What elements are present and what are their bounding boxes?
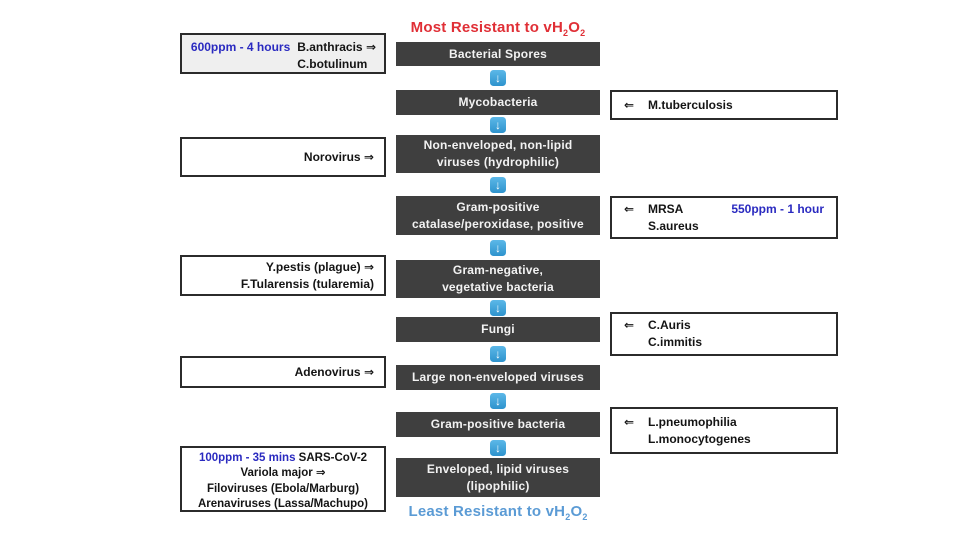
title-text: O <box>570 503 583 520</box>
organism-label: C.Auris <box>648 318 691 333</box>
left-note-adenovirus: Adenovirus ⇒ <box>180 356 386 388</box>
organism-label: C.immitis <box>648 335 703 349</box>
organism-label: Arenaviruses (Lassa/Machupo) <box>197 498 368 511</box>
chain-box-nonenveloped-viruses: Non-enveloped, non-lipid viruses (hydroph… <box>396 135 600 173</box>
down-arrow-icon: ↓ <box>490 117 506 133</box>
chain-box-label: Non-enveloped, non-lipid <box>423 138 573 153</box>
organism-label: B.anthracis ⇒ <box>297 40 376 54</box>
chain-box-label: Large non-enveloped viruses <box>411 370 585 385</box>
left-note-anthrax-botulinum: 600ppm - 4 hours B.anthracis ⇒ C.botulin… <box>180 33 386 74</box>
left-double-arrow-icon: ⇐ <box>624 318 635 333</box>
organism-label: Adenovirus ⇒ <box>294 364 374 379</box>
chain-box-label: vegetative bacteria <box>442 280 554 294</box>
right-note-tuberculosis: ⇐ M.tuberculosis <box>610 90 838 120</box>
left-note-norovirus: Norovirus ⇒ <box>180 137 386 177</box>
chain-box-large-nonenveloped-viruses: Large non-enveloped viruses <box>396 365 600 390</box>
down-arrow-icon: ↓ <box>490 177 506 193</box>
chain-box-gram-negative: Gram-negative, vegetative bacteria <box>396 260 600 298</box>
organism-label: C.botulinum <box>297 56 368 71</box>
chain-box-label: Gram-positive bacteria <box>430 417 566 432</box>
note-line: 100ppm - 35 mins SARS-CoV-2 <box>182 451 384 466</box>
title-text: Least Resistant to vH <box>408 503 566 520</box>
chain-box-gram-positive-bacteria: Gram-positive bacteria <box>396 412 600 437</box>
down-arrow-icon: ↓ <box>490 440 506 456</box>
subscript: 2 <box>565 512 571 522</box>
most-resistant-title: Most Resistant to vH2O2 <box>366 19 630 38</box>
down-arrow-icon: ↓ <box>490 240 506 256</box>
chain-box-label: Fungi <box>481 322 515 337</box>
organism-label: F.Tularensis (tularemia) <box>240 276 374 291</box>
least-resistant-title: Least Resistant to vH2O2 <box>366 503 630 522</box>
chain-box-enveloped-lipid-viruses: Enveloped, lipid viruses (lipophilic) <box>396 458 600 497</box>
chain-box-label: Gram-negative, <box>452 263 544 278</box>
left-double-arrow-icon: ⇐ <box>624 201 635 216</box>
organism-label: M.tuberculosis <box>648 97 733 112</box>
chain-box-label: Mycobacteria <box>458 95 538 110</box>
chain-box-bacterial-spores: Bacterial Spores <box>396 42 600 66</box>
chain-box-label: catalase/peroxidase, positive <box>412 216 584 231</box>
organism-label: Norovirus ⇒ <box>303 149 374 164</box>
down-arrow-icon: ↓ <box>490 393 506 409</box>
dose-label: 100ppm - 35 mins <box>198 452 296 464</box>
down-arrow-icon: ↓ <box>490 300 506 316</box>
subscript: 2 <box>580 28 586 38</box>
chain-box-mycobacteria: Mycobacteria <box>396 90 600 115</box>
title-text: Most Resistant to vH <box>410 19 564 36</box>
down-arrow-icon: ↓ <box>490 346 506 362</box>
subscript: 2 <box>582 512 588 522</box>
organism-label: L.monocytogenes <box>648 431 751 446</box>
organism-label: MRSA <box>648 201 684 216</box>
title-text: O <box>568 19 581 36</box>
down-arrow-icon: ↓ <box>490 70 506 86</box>
right-note-legionella-listeria: ⇐ L.pneumophilia L.monocytogenes <box>610 407 838 454</box>
dose-label: 600ppm - 4 hours <box>190 40 291 54</box>
left-double-arrow-icon: ⇐ <box>624 97 635 112</box>
left-note-plague-tularemia: Y.pestis (plague) ⇒ F.Tularensis (tulare… <box>180 255 386 296</box>
organism-label: Filoviruses (Ebola/Marburg) <box>206 482 360 495</box>
chain-box-label: Enveloped, lipid viruses <box>426 461 570 476</box>
left-note-enveloped-virus-examples: 100ppm - 35 mins SARS-CoV-2 Variola majo… <box>180 446 386 512</box>
organism-label: L.pneumophilia <box>648 414 737 429</box>
left-double-arrow-icon: ⇐ <box>624 414 635 429</box>
right-note-mrsa: ⇐ MRSA 550ppm - 1 hour S.aureus <box>610 196 838 239</box>
chain-box-label: Gram-positive <box>456 199 540 214</box>
right-note-fungi-examples: ⇐ C.Auris C.immitis <box>610 312 838 356</box>
chain-box-label: Bacterial Spores <box>449 46 547 61</box>
chain-box-label: (lipophilic) <box>466 478 530 493</box>
organism-label: Y.pestis (plague) ⇒ <box>265 259 374 274</box>
dose-label: 550ppm - 1 hour <box>731 201 824 216</box>
chain-box-fungi: Fungi <box>396 317 600 342</box>
subscript: 2 <box>563 28 569 38</box>
chain-box-gram-positive-catalase: Gram-positive catalase/peroxidase, positi… <box>396 196 600 235</box>
chain-box-label: viruses (hydrophilic) <box>436 155 560 169</box>
organism-label: SARS-CoV-2 <box>298 452 368 464</box>
organism-label: S.aureus <box>648 218 699 233</box>
organism-label: Variola major ⇒ <box>240 467 326 480</box>
